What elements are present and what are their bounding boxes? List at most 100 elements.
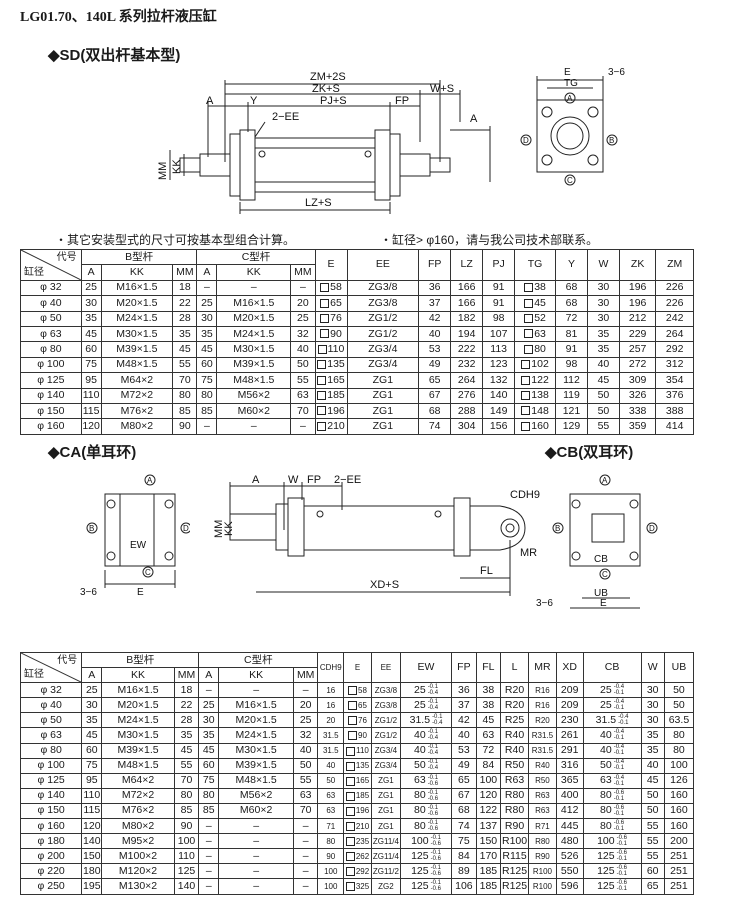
- cb-label-3-6: 3−6: [536, 598, 553, 609]
- table-cell: 58: [343, 682, 372, 699]
- square-icon: [348, 731, 358, 741]
- cell-value: 138: [531, 389, 549, 402]
- table-cell: M72×2: [100, 387, 174, 404]
- cell-value: 31.5: [595, 713, 617, 726]
- square-icon: [320, 298, 330, 308]
- cell-value: 52: [534, 312, 546, 325]
- table-cell: 55: [640, 833, 665, 850]
- table-cell: 150: [81, 848, 103, 865]
- cell-value: 185: [355, 791, 370, 801]
- cell-value: 185: [327, 389, 345, 402]
- table-cell: 38: [475, 697, 502, 714]
- cell-value: 292: [355, 866, 370, 876]
- table-cell: 40-0.1-0.4: [399, 742, 453, 759]
- header-col: MM: [290, 264, 316, 281]
- table-cell: 22: [173, 697, 200, 714]
- table-cell: 195: [81, 878, 103, 895]
- table-cell: 90: [172, 418, 198, 435]
- table-cell: 150: [475, 833, 502, 850]
- header-col: ZM: [655, 249, 694, 281]
- cb-circle-a: A: [602, 476, 608, 485]
- table-cell: M120×2: [101, 863, 175, 880]
- table-cell: φ 250: [19, 878, 83, 895]
- table-cell: M20×1.5: [218, 712, 294, 729]
- table-cell: 90: [314, 325, 348, 343]
- table-cell: ZG1: [346, 372, 420, 389]
- header-col: W: [586, 249, 620, 281]
- table-cell: M80×2: [101, 818, 175, 835]
- table-cell: 129: [554, 418, 588, 435]
- table-cell: 232: [450, 356, 484, 374]
- table-cell: R100: [527, 863, 557, 880]
- dim-y: Y: [250, 95, 258, 107]
- table-cell: 120: [80, 418, 102, 435]
- sd-dimension-table: 代号 缸径 B型杆 C型杆 E EE FP LZ PJ TG Y W ZK ZM…: [20, 248, 694, 435]
- cell-value: 165: [327, 373, 345, 386]
- table-cell: ZG3/8: [346, 295, 420, 312]
- table-cell: 50-0.4-0.1: [582, 757, 642, 774]
- table-cell: 251: [663, 863, 695, 880]
- table-cell: 45: [198, 742, 220, 759]
- table-cell: 42: [451, 712, 477, 729]
- table-cell: 25-0.4-0.1: [582, 697, 642, 714]
- dim-a-right: A: [470, 113, 478, 125]
- table-cell: 45: [173, 742, 200, 759]
- ca-dim-w: W: [288, 474, 299, 486]
- table-cell: M56×2: [216, 387, 292, 404]
- table-cell: R71: [527, 818, 557, 835]
- table-cell: 262: [343, 848, 372, 865]
- tolerance: -0.6-0.1: [616, 865, 627, 878]
- table-cell: φ 150: [20, 402, 82, 420]
- note-bore-contact: ・缸径> φ160，请与我公司技术部联系。: [380, 233, 599, 247]
- circle-label-c: C: [567, 176, 573, 185]
- table-cell: R115: [500, 848, 529, 865]
- table-cell: –: [292, 878, 319, 895]
- table-cell: 288: [450, 402, 484, 420]
- table-cell: 16: [317, 697, 345, 714]
- ca-side-view-drawing: A W FP 2−EE MM KK CDH9 MR FL XD+S: [213, 474, 540, 596]
- table-cell: 165: [314, 372, 348, 389]
- table-cell: 90: [317, 848, 345, 865]
- table-cell: 110: [81, 787, 103, 804]
- table-cell: 40: [418, 325, 452, 343]
- table-cell: 31.5-0.1-0.4: [399, 712, 453, 729]
- table-cell: 32: [290, 325, 316, 343]
- tolerance: -0.4-0.1: [613, 744, 625, 757]
- tolerance: -0.1-0.4: [427, 744, 439, 757]
- table-cell: R20: [527, 712, 557, 729]
- table-cell: ZG1/2: [370, 727, 401, 744]
- cell-value: 58: [358, 685, 367, 695]
- table-cell: M16×1.5: [216, 295, 292, 312]
- table-cell: 30: [586, 295, 620, 312]
- header-col: ZK: [618, 249, 657, 281]
- cell-value: 40: [600, 744, 612, 757]
- square-icon: [345, 837, 355, 847]
- cell-value: 80: [600, 819, 612, 832]
- table-cell: M95×2: [101, 833, 175, 850]
- header-daihao: 代号: [57, 655, 78, 666]
- table-cell: –: [292, 682, 319, 699]
- table-cell: 65: [314, 295, 348, 312]
- table-cell: 70: [292, 802, 319, 820]
- table-cell: M39×1.5: [101, 742, 175, 759]
- square-icon: [521, 360, 531, 370]
- table-cell: 194: [450, 325, 484, 343]
- table-cell: –: [290, 418, 316, 435]
- table-cell: ZG3/8: [370, 682, 401, 699]
- table-cell: 40-0.4-0.1: [582, 742, 642, 759]
- table-cell: ZG1/2: [346, 325, 420, 343]
- table-cell: φ 40: [20, 295, 82, 312]
- header-col: A: [81, 667, 103, 684]
- cell-value: 40: [414, 744, 426, 757]
- table-cell: 49: [418, 356, 452, 374]
- square-icon: [320, 329, 330, 339]
- table-cell: –: [292, 833, 319, 850]
- table-cell: 185: [343, 787, 372, 804]
- table-cell: R125: [500, 863, 529, 880]
- cell-value: 90: [358, 731, 367, 741]
